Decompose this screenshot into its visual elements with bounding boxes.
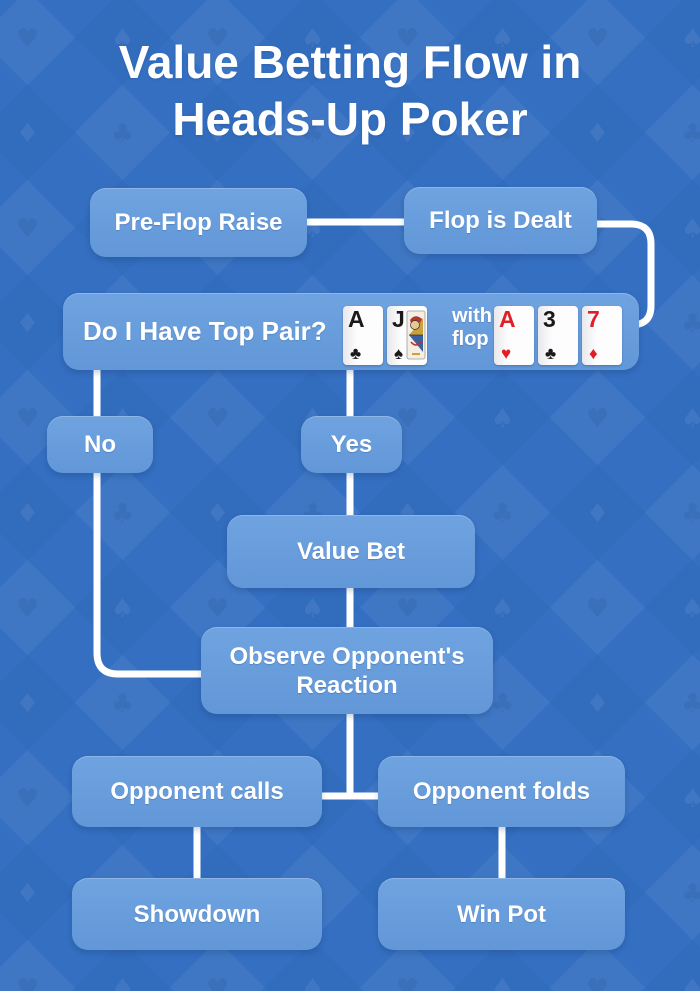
node-no-label: No: [84, 431, 116, 458]
node-yes: Yes: [301, 416, 402, 473]
node-do-i-have-top-pair: Do I Have Top Pair? A ♣ J ♠ with flop: [63, 293, 639, 370]
card-rank: 3: [543, 306, 556, 332]
node-opponent-calls-label: Opponent calls: [110, 778, 284, 805]
connector-flop-to-decision: [597, 220, 655, 329]
flop-card-seven-of-diamonds: 7 ♦: [582, 306, 622, 365]
heart-suit-icon: ♥: [501, 344, 512, 363]
node-win-pot: Win Pot: [378, 878, 625, 950]
node-observe-opponents-reaction-label: Observe Opponent's Reaction: [229, 642, 465, 699]
page-title-line1: Value Betting Flow in: [118, 36, 582, 88]
node-opponent-folds-label: Opponent folds: [412, 778, 591, 805]
jack-face-art: [406, 310, 426, 360]
hand-card-jack-of-spades: J ♠: [387, 306, 427, 365]
node-flop-is-dealt-label: Flop is Dealt: [429, 207, 572, 234]
page-title: Value Betting Flow in Heads-Up Poker: [0, 34, 700, 148]
node-opponent-folds: Opponent folds: [378, 756, 625, 827]
node-do-i-have-top-pair-label: Do I Have Top Pair?: [83, 316, 327, 346]
spade-suit-icon: ♠: [394, 344, 404, 363]
node-observe-opponents-reaction: Observe Opponent's Reaction: [201, 627, 493, 714]
hand-card-ace-of-clubs: A ♣: [343, 306, 383, 365]
flop-card-three-of-clubs: 3 ♣: [538, 306, 578, 365]
club-suit-icon: ♣: [350, 344, 362, 363]
node-pre-flop-raise-label: Pre-Flop Raise: [114, 209, 283, 236]
node-pre-flop-raise: Pre-Flop Raise: [90, 188, 307, 257]
club-suit-icon: ♣: [545, 344, 557, 363]
flop-card-ace-of-hearts: A ♥: [494, 306, 534, 365]
card-rank: A: [348, 306, 365, 332]
connector-decision-to-no-to-observe: [93, 370, 215, 678]
node-opponent-calls: Opponent calls: [72, 756, 322, 827]
card-rank: J: [392, 306, 405, 332]
node-value-bet: Value Bet: [227, 515, 475, 588]
diamond-suit-icon: ♦: [589, 344, 598, 363]
card-rank: A: [499, 306, 516, 332]
node-flop-is-dealt: Flop is Dealt: [404, 187, 597, 254]
node-no: No: [47, 416, 153, 473]
node-yes-label: Yes: [330, 431, 373, 458]
node-win-pot-label: Win Pot: [456, 900, 547, 928]
with-flop-caption: with flop: [452, 305, 492, 350]
node-showdown: Showdown: [72, 878, 322, 950]
card-rank: 7: [587, 306, 600, 332]
page-title-line2: Heads-Up Poker: [172, 93, 528, 145]
node-value-bet-label: Value Bet: [296, 538, 406, 565]
node-showdown-label: Showdown: [133, 900, 261, 928]
